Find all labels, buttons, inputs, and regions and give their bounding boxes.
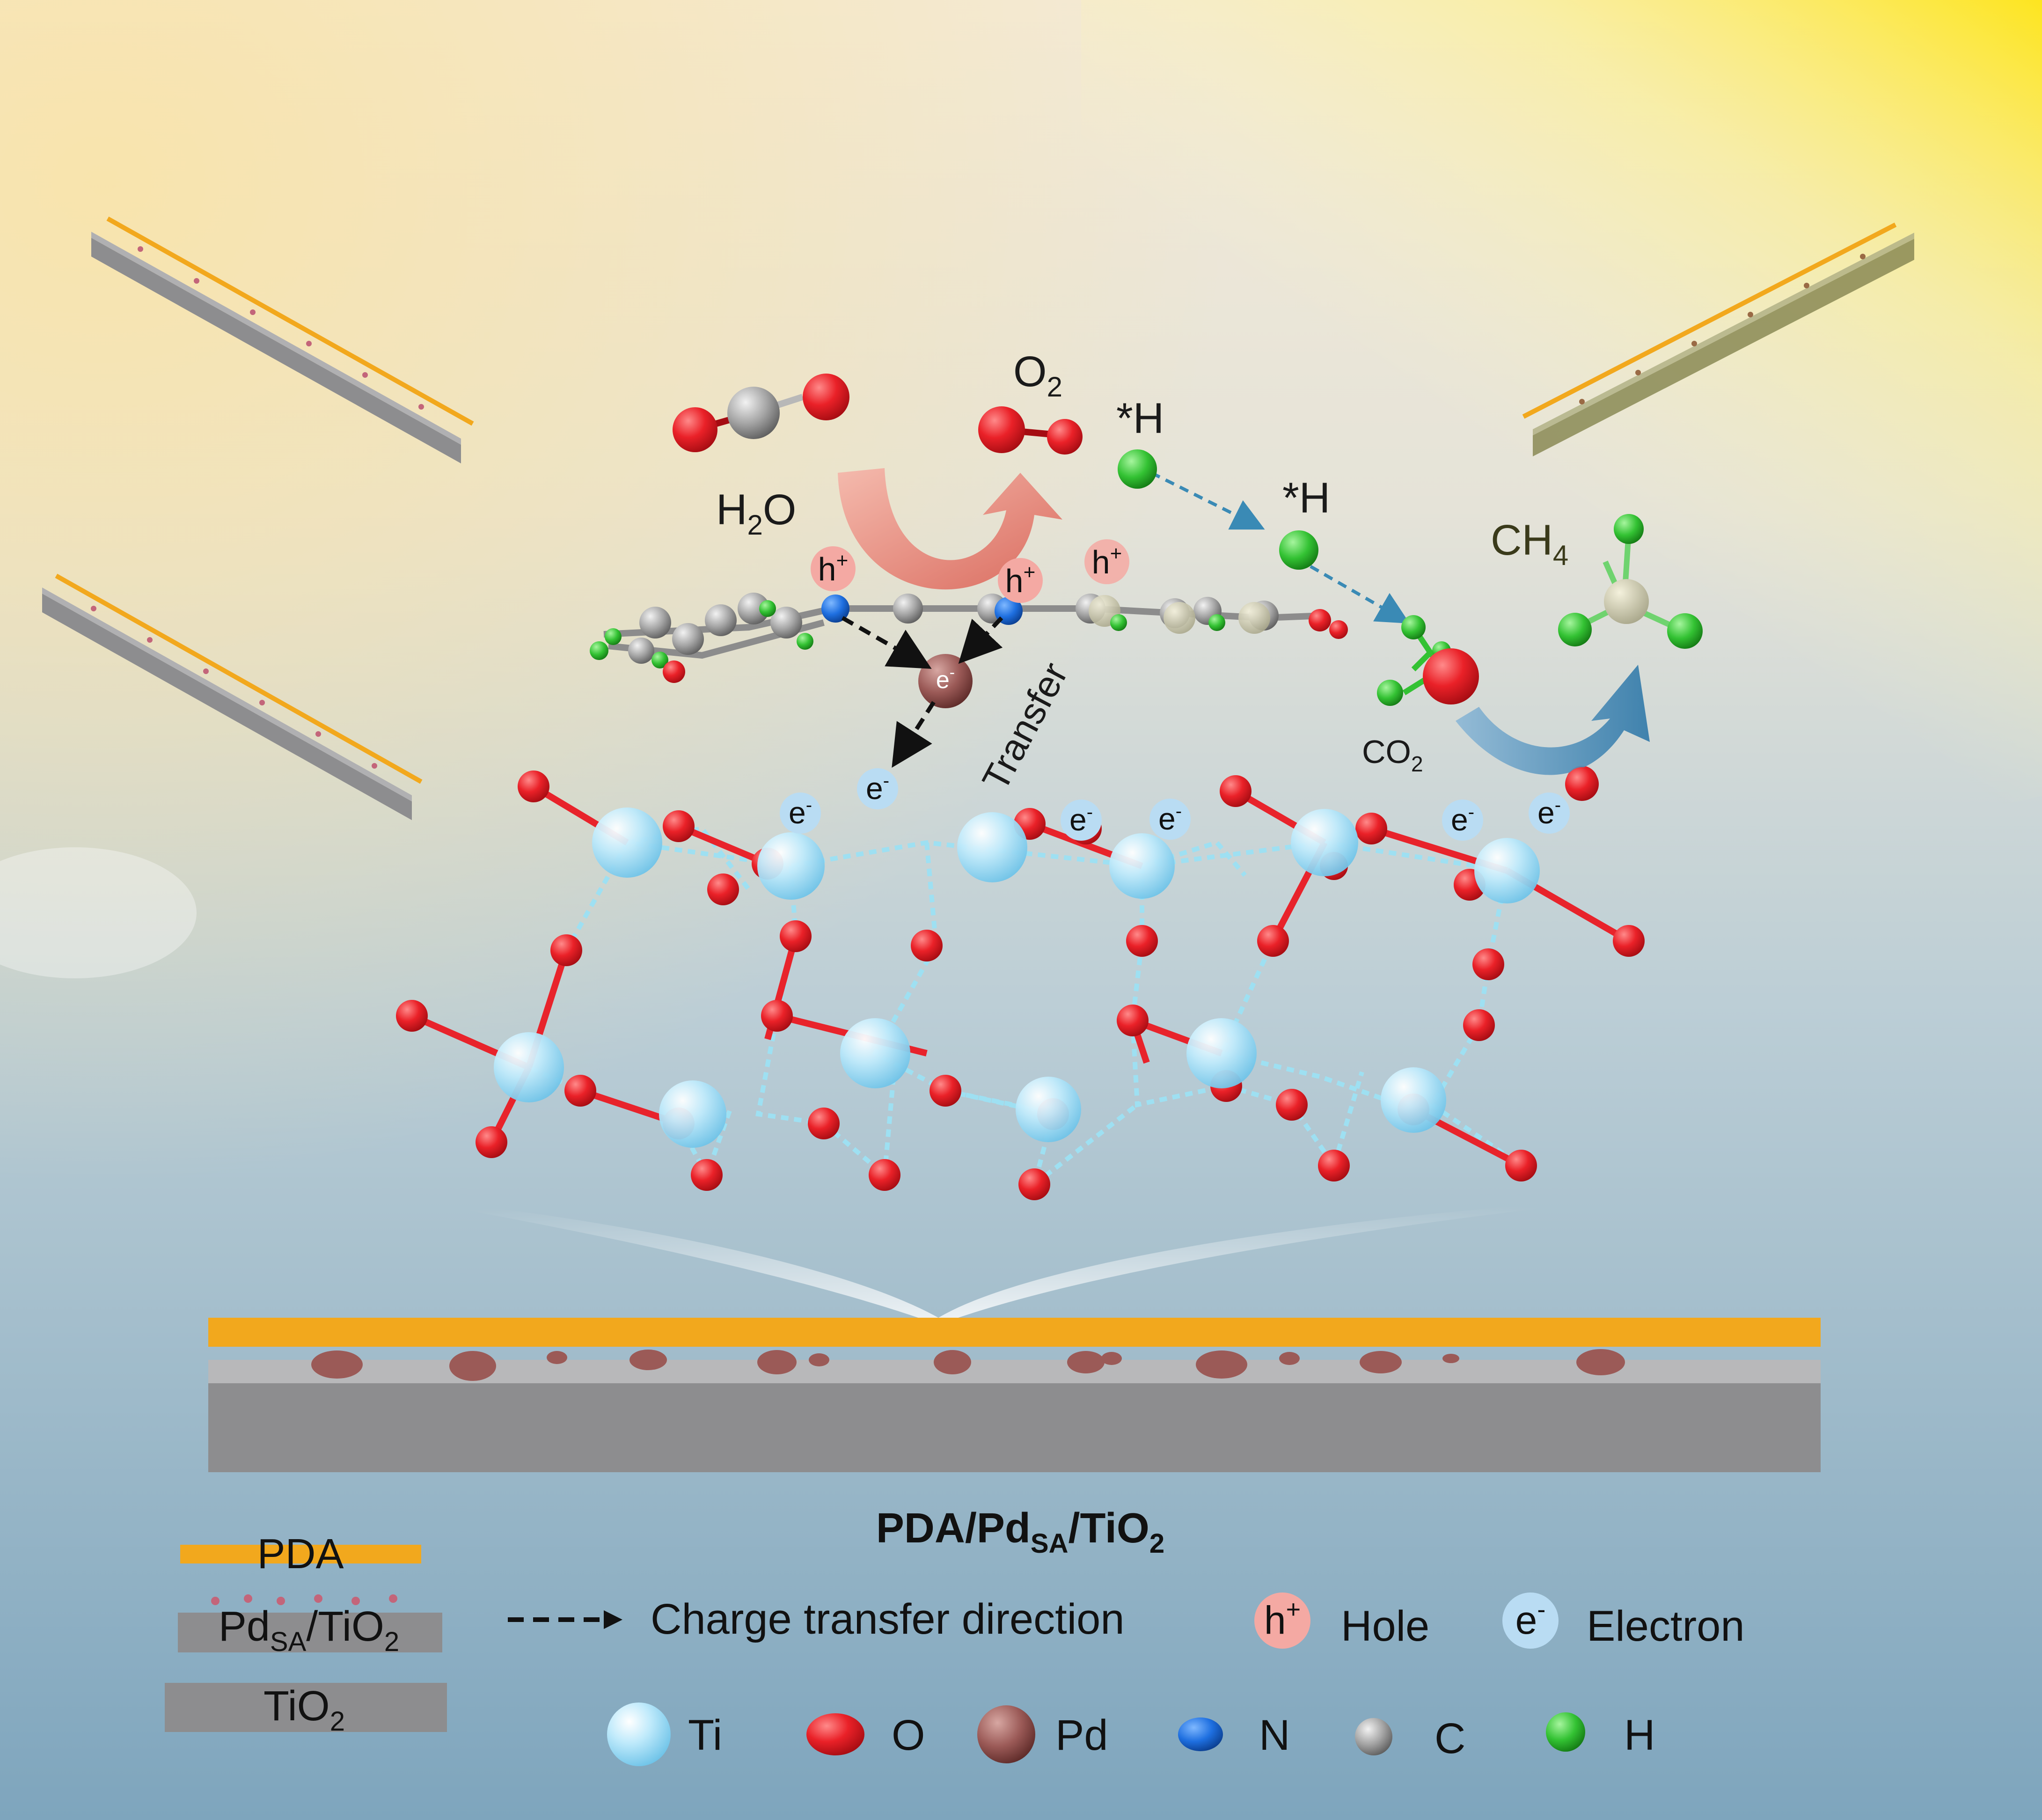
pd-atom bbox=[918, 654, 973, 708]
legend-pdsa-label: PdSA/TiO2 bbox=[219, 1603, 399, 1657]
sunlight-beam bbox=[1081, 0, 2042, 889]
co2-h-intermediate bbox=[1377, 615, 1599, 801]
hole-badge: h+ bbox=[1084, 539, 1129, 584]
h2o-label: H2O bbox=[716, 486, 796, 541]
hole-badge: h+ bbox=[811, 546, 856, 591]
legend-charge-transfer-label: Charge transfer direction bbox=[651, 1595, 1125, 1643]
h-atom bbox=[1279, 530, 1318, 570]
legend-electron-label: Electron bbox=[1587, 1602, 1745, 1650]
legend-ti-label: Ti bbox=[688, 1711, 722, 1759]
legend-hole-label: Hole bbox=[1341, 1602, 1429, 1650]
legend-symbols: Charge transfer direction h+ Hole e- Ele… bbox=[508, 1592, 1745, 1650]
reduction-arrow bbox=[1456, 665, 1650, 775]
legend-atoms: Ti O Pd N C H bbox=[607, 1703, 1655, 1766]
n-atom bbox=[821, 594, 849, 623]
svg-text:h+: h+ bbox=[1005, 561, 1036, 599]
legend-n-label: N bbox=[1259, 1711, 1290, 1759]
tio2-lattice bbox=[396, 766, 1645, 1200]
adsorbed-h-label: *H bbox=[1116, 395, 1164, 442]
projection-fan bbox=[388, 1196, 1652, 1325]
electron-badge: e- bbox=[857, 768, 898, 809]
svg-text:e-: e- bbox=[1451, 802, 1474, 837]
film-cross-section bbox=[208, 1318, 1821, 1472]
ch4-molecule bbox=[1558, 514, 1703, 649]
legend-pdsa-swatch bbox=[178, 1613, 442, 1652]
electron-badge: e- bbox=[1529, 793, 1570, 834]
diagram-title: PDA/PdSA/TiO2 bbox=[876, 1505, 1164, 1559]
o2-label: O2 bbox=[1013, 348, 1062, 403]
legend-o-label: O bbox=[892, 1711, 925, 1759]
legend-h-label: H bbox=[1624, 1711, 1655, 1759]
film-strip-top-right bbox=[1522, 222, 1914, 456]
legend-hole-badge: h+ bbox=[1254, 1592, 1310, 1649]
svg-text:e-: e- bbox=[1515, 1595, 1546, 1642]
legend-pd-label: Pd bbox=[1055, 1711, 1108, 1759]
o2-molecule bbox=[978, 406, 1083, 455]
legend-pda-label: PDA bbox=[257, 1531, 344, 1578]
co2-molecule-top bbox=[673, 374, 849, 452]
legend-electron-badge: e- bbox=[1502, 1592, 1559, 1649]
svg-text:e-: e- bbox=[1158, 801, 1182, 836]
legend-pd-swatch bbox=[977, 1705, 1035, 1763]
legend-ti-swatch bbox=[607, 1703, 671, 1766]
adsorbed-h-label: *H bbox=[1282, 474, 1330, 522]
legend-c-swatch bbox=[1355, 1718, 1392, 1755]
co2-label: CO2 bbox=[1362, 734, 1423, 776]
hole-badge: h+ bbox=[998, 558, 1043, 603]
svg-text:h+: h+ bbox=[1092, 542, 1122, 580]
svg-text:e-: e- bbox=[866, 771, 889, 806]
electron-badge: e- bbox=[780, 793, 821, 834]
h-atom bbox=[1118, 449, 1157, 489]
svg-text:e-: e- bbox=[936, 664, 955, 694]
hydrogen-migration-arrows bbox=[1150, 471, 1410, 624]
legend-o-swatch bbox=[806, 1713, 864, 1755]
legend-tio2-swatch bbox=[165, 1683, 447, 1732]
legend-h-swatch bbox=[1546, 1712, 1585, 1752]
legend-layers: PDA PdSA/TiO2 TiO2 bbox=[165, 1531, 447, 1737]
film-strip-mid-left bbox=[42, 573, 423, 820]
charge-transfer-arrows bbox=[841, 616, 1003, 768]
svg-text:e-: e- bbox=[789, 795, 812, 830]
svg-text:e-: e- bbox=[1537, 795, 1561, 830]
legend-pda-swatch bbox=[180, 1545, 421, 1563]
cloud bbox=[0, 847, 197, 978]
electron-badge: e- bbox=[1061, 800, 1102, 841]
film-strip-top-left bbox=[91, 216, 474, 463]
legend-n-swatch bbox=[1178, 1717, 1223, 1751]
legend-tio2-label: TiO2 bbox=[263, 1683, 345, 1737]
legend-c-label: C bbox=[1435, 1715, 1465, 1762]
oxidation-arrow bbox=[838, 468, 1062, 590]
electron-badge: e- bbox=[1149, 799, 1191, 840]
ch4-label: CH4 bbox=[1491, 516, 1568, 571]
svg-text:h+: h+ bbox=[818, 549, 849, 587]
electron-badge: e- bbox=[936, 664, 955, 694]
svg-text:e-: e- bbox=[1069, 802, 1093, 837]
electron-badge: e- bbox=[1442, 800, 1483, 841]
svg-text:h+: h+ bbox=[1264, 1595, 1301, 1642]
